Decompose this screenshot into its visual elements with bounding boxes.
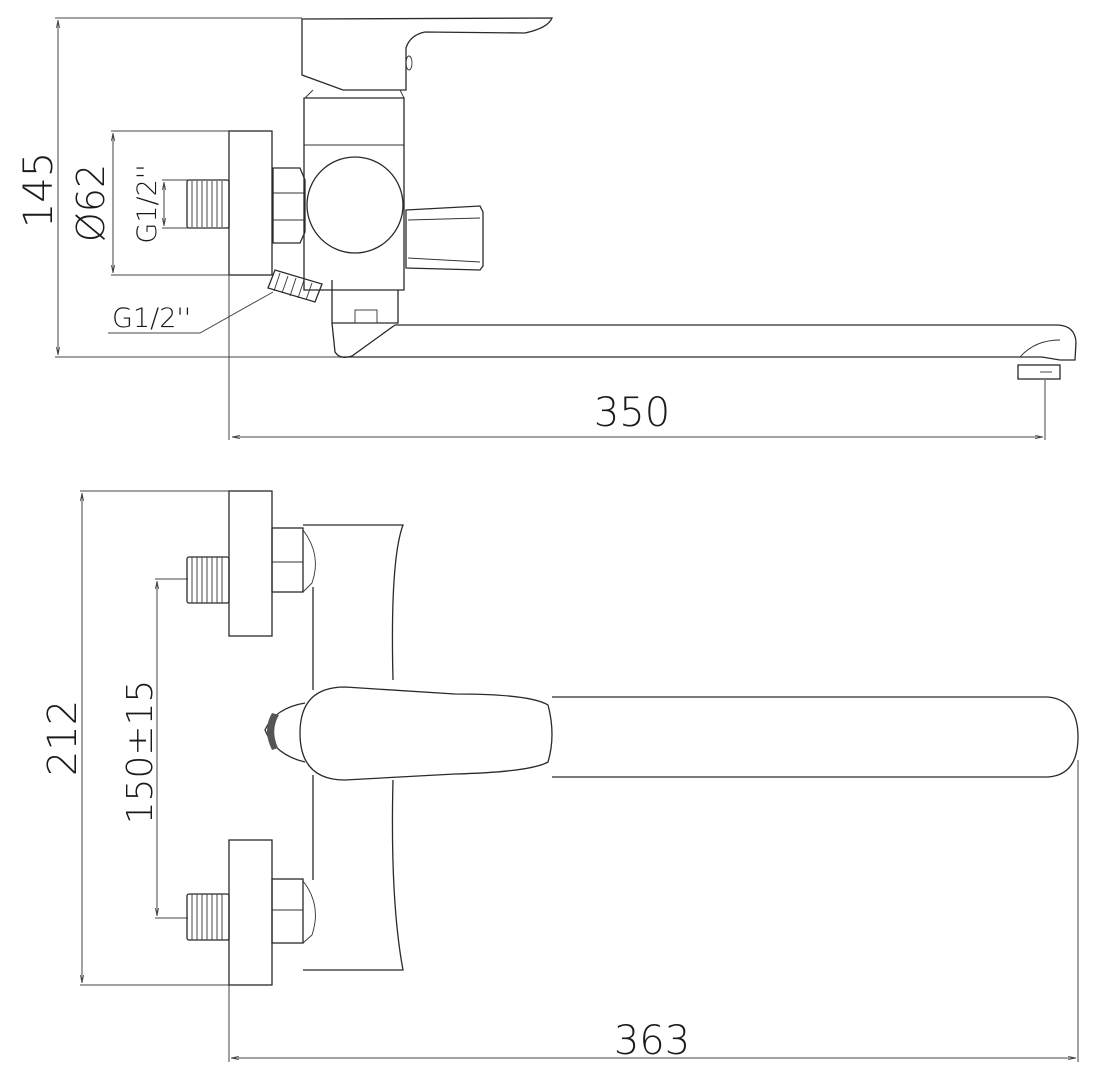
dimension-label-diameter: Ø62	[69, 164, 113, 242]
side-view: 145 Ø62 G1/2''	[16, 17, 1077, 440]
mixer-body	[303, 97, 405, 358]
wall-flange	[228, 130, 273, 276]
dimension-212: 212	[40, 490, 230, 986]
mixer-body-top	[303, 524, 404, 971]
wall-flange-upper	[228, 490, 273, 637]
dimension-145: 145	[16, 17, 345, 358]
angled-outlet-thread	[267, 269, 323, 303]
lever-handle-top	[299, 686, 553, 781]
aerator	[1017, 364, 1061, 380]
diverter-knob	[405, 205, 484, 271]
spout-top	[552, 696, 1079, 778]
hex-nut-upper	[271, 527, 316, 593]
dimension-label-350: 350	[594, 390, 670, 436]
threaded-inlet	[186, 179, 230, 229]
threaded-inlet-upper	[186, 556, 230, 604]
spout-side	[340, 324, 1077, 380]
dimension-label-145: 145	[16, 152, 62, 228]
lever-handle	[301, 17, 553, 99]
hex-nut-lower	[271, 878, 316, 944]
dimension-label-363: 363	[614, 1018, 690, 1064]
threaded-inlet-lower	[186, 893, 230, 941]
dimension-label-spacing: 150±15	[120, 680, 161, 825]
dimension-flange-diameter: Ø62	[69, 130, 230, 276]
dimension-label-212: 212	[40, 700, 86, 776]
diverter-knob-top	[264, 702, 306, 763]
dimension-363: 363	[231, 760, 1079, 1064]
outlet-thread-label: G1/2''	[112, 303, 191, 334]
dimension-350: 350	[232, 380, 1046, 440]
wall-flange-lower	[228, 839, 273, 986]
dimension-inlet-thread: G1/2''	[132, 164, 188, 244]
hex-nut	[272, 167, 306, 244]
top-view: 212 150±15	[40, 490, 1079, 1064]
dimension-inlet-spacing: 150±15	[120, 578, 188, 919]
leader-line	[108, 291, 274, 334]
dimension-label-inlet-thread: G1/2''	[132, 164, 163, 243]
